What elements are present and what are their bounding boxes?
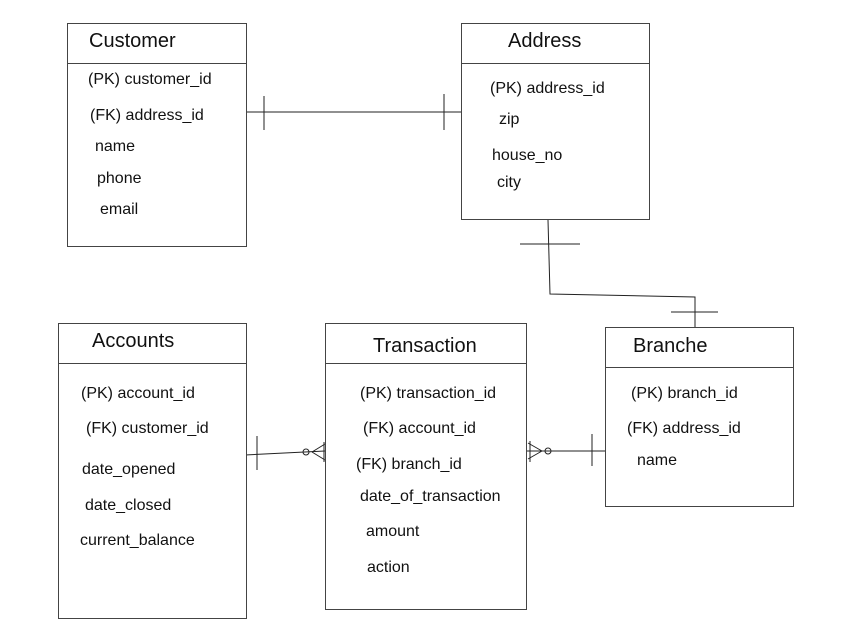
attribute: house_no <box>492 147 563 164</box>
attribute: (FK) address_id <box>90 107 204 124</box>
attribute: (PK) customer_id <box>88 71 212 88</box>
attribute: current_balance <box>80 532 195 549</box>
attribute: action <box>367 559 410 576</box>
attribute: (PK) transaction_id <box>360 385 497 402</box>
attribute: (FK) customer_id <box>86 420 209 437</box>
attribute: name <box>95 138 136 155</box>
entity-header: Address <box>462 24 649 64</box>
attribute: name <box>637 452 678 469</box>
entity-title: Address <box>508 30 582 52</box>
attribute: (FK) account_id <box>363 420 476 437</box>
attribute: amount <box>366 523 420 540</box>
entity-header: Transaction <box>326 324 526 364</box>
attribute: (PK) branch_id <box>631 385 738 402</box>
attribute: date_closed <box>85 497 172 514</box>
relationship-branche-transaction <box>527 434 605 466</box>
attribute: date_opened <box>82 461 176 478</box>
entity-header: Customer <box>68 24 246 64</box>
entity-accounts[interactable]: Accounts (PK) account_id (FK) customer_i… <box>58 323 247 619</box>
entity-title: Branche <box>633 335 708 357</box>
relationship-address-branche <box>520 219 718 333</box>
attribute: (PK) account_id <box>81 385 195 402</box>
attribute: city <box>497 174 521 191</box>
attribute: phone <box>97 170 142 187</box>
attribute: (FK) branch_id <box>356 456 462 473</box>
relationship-customer-address <box>247 94 461 130</box>
entity-header: Accounts <box>59 324 246 364</box>
attribute: email <box>100 201 139 218</box>
entity-branche[interactable]: Branche (PK) branch_id (FK) address_id n… <box>605 327 794 507</box>
entity-transaction[interactable]: Transaction (PK) transaction_id (FK) acc… <box>325 323 527 610</box>
entity-title: Accounts <box>92 330 175 352</box>
attribute: (PK) address_id <box>490 80 605 97</box>
attribute: (FK) address_id <box>627 420 741 437</box>
entity-address[interactable]: Address (PK) address_id zip house_no cit… <box>461 23 650 220</box>
entity-title: Customer <box>89 30 176 52</box>
entity-title: Transaction <box>373 335 477 357</box>
attribute: date_of_transaction <box>360 488 501 505</box>
entity-header: Branche <box>606 328 793 368</box>
attribute: zip <box>499 111 520 128</box>
entity-customer[interactable]: Customer (PK) customer_id (FK) address_i… <box>67 23 247 247</box>
relationship-accounts-transaction <box>244 436 326 470</box>
